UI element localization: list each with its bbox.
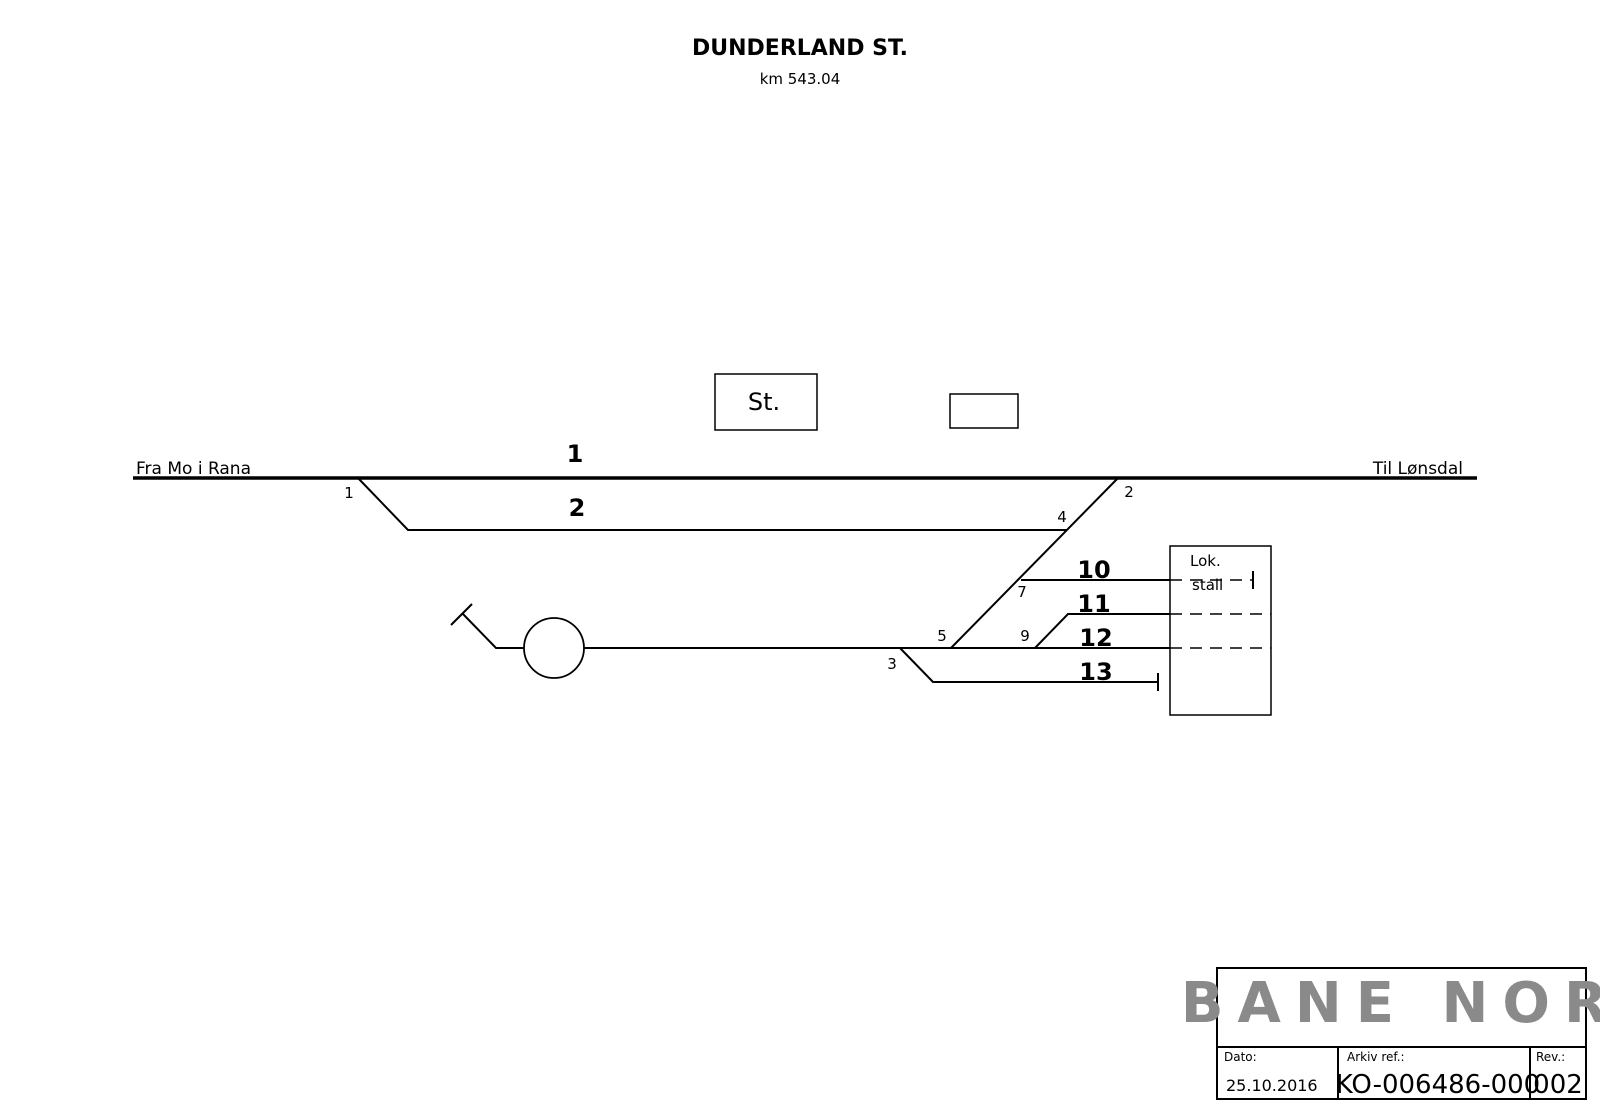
track-label-11: 11 — [1077, 590, 1110, 618]
engine-shed-label-1: Lok. — [1190, 552, 1221, 570]
engine-shed — [1169, 545, 1272, 716]
connecting-track — [950, 477, 1119, 649]
switch-label-5: 5 — [937, 627, 947, 645]
archive-value: KO-006486-000 — [1336, 1070, 1540, 1100]
yard-track — [462, 613, 1170, 649]
station-building-label: St. — [748, 388, 780, 416]
date-value: 25.10.2016 — [1226, 1076, 1318, 1095]
direction-right-label: Til Lønsdal — [1372, 459, 1463, 479]
engine-shed-label-2: stall — [1192, 576, 1223, 594]
revision-label: Rev.: — [1536, 1050, 1565, 1064]
date-label: Dato: — [1224, 1050, 1257, 1064]
track-2 — [357, 477, 1067, 531]
small-building — [949, 393, 1019, 429]
title-block — [1216, 967, 1587, 1100]
switch-label-9: 9 — [1020, 627, 1030, 645]
switch-label-3: 3 — [887, 655, 897, 673]
switch-label-1: 1 — [344, 484, 354, 502]
turntable — [523, 617, 585, 679]
track-label-10: 10 — [1077, 556, 1110, 584]
km-marker: km 543.04 — [760, 70, 841, 88]
station-building — [714, 373, 818, 431]
direction-left-label: Fra Mo i Rana — [136, 459, 251, 479]
track-label-1: 1 — [567, 440, 584, 468]
switch-label-4: 4 — [1057, 508, 1067, 526]
bane-nor-logo: BANE NOR — [1181, 971, 1600, 1036]
track-label-2: 2 — [569, 494, 586, 522]
track-13 — [899, 647, 1158, 683]
switch-label-7: 7 — [1017, 583, 1027, 601]
track-label-12: 12 — [1079, 624, 1112, 652]
diagram-title: DUNDERLAND ST. — [692, 36, 908, 61]
switch-label-2: 2 — [1124, 483, 1134, 501]
track-label-13: 13 — [1079, 658, 1112, 686]
track-11 — [1034, 613, 1170, 649]
buffer-stop-yard — [450, 603, 473, 626]
revision-value: 002 — [1533, 1070, 1583, 1100]
archive-label: Arkiv ref.: — [1347, 1050, 1405, 1064]
